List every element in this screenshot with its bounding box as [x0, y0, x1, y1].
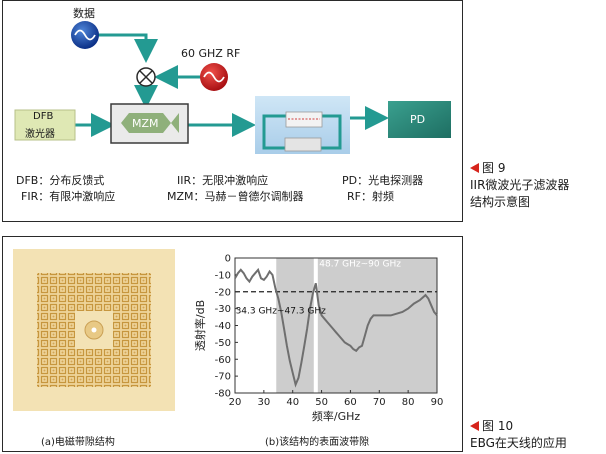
pd-label: PD: [410, 113, 426, 126]
bandgap-chart: 20 30 40 50 60 70 80 90 0 -10 -20 -30 -40 -50 -60 -70 -8…: [193, 254, 444, 424]
figure-9-diagram: [14, 21, 451, 154]
subfigure-a-label: (a)电磁带隙结构: [41, 437, 115, 448]
legend-iir: IIR：无限冲激响应: [177, 174, 269, 187]
x-tick-label: 50: [315, 397, 328, 408]
y-tick-label: 0: [225, 254, 231, 265]
figure-10-caption: 图 10 EBG在天线的应用: [470, 418, 567, 452]
transmission-series-line: [234, 267, 438, 388]
y-tick-label: -20: [215, 287, 231, 298]
figure-9-caption: 图 9 IIR微波光子滤波器 结构示意图: [470, 160, 569, 211]
caption-marker-icon: [470, 421, 479, 431]
y-tick-label: -60: [215, 355, 231, 366]
signal-wires: [75, 33, 389, 137]
y-tick-label: -30: [215, 304, 231, 315]
data-source-label: 数据: [73, 7, 95, 20]
y-axis-label: 透射率/dB: [193, 300, 207, 351]
x-tick-label: 90: [431, 397, 444, 408]
y-tick-label: -10: [215, 270, 231, 281]
x-axis-label: 频率/GHz: [312, 409, 361, 423]
dfb-label-line-2: 激光器: [25, 129, 55, 140]
x-tick-label: 80: [402, 397, 415, 408]
pd-box: [388, 101, 451, 138]
x-tick-label: 70: [373, 397, 386, 408]
mzm-label: MZM: [132, 117, 159, 130]
x-tick-label: 40: [286, 397, 299, 408]
figure-9-title-line-2: 结构示意图: [470, 195, 531, 209]
figure-10-number: 图 10: [482, 419, 514, 433]
legend-fir: FIR：有限冲激响应: [21, 190, 116, 203]
iir-filter-block: [255, 96, 350, 154]
dfb-label-line-1: DFB: [33, 111, 54, 122]
dfb-laser-box: [14, 109, 76, 141]
y-tick-label: -40: [215, 321, 231, 332]
rf-source-label: 60 GHZ RF: [181, 47, 241, 60]
mixer-icon: [136, 67, 156, 87]
legend-pd: PD：光电探测器: [342, 174, 424, 187]
legend-rf: RF：射频: [347, 190, 394, 203]
y-tick-label: -50: [215, 338, 231, 349]
caption-marker-icon: [470, 163, 479, 173]
figure-9-number: 图 9: [482, 161, 506, 175]
bandgap-region-2: [317, 258, 437, 393]
bandgap-annotation-right: 48.7 GHz~90 GHz: [319, 259, 401, 269]
legend-dfb: DFB：分布反馈式: [16, 174, 105, 187]
x-tick-label: 60: [344, 397, 357, 408]
bandgap-annotation-left: 34.3 GHz~47.3 GHz: [236, 307, 327, 317]
figure-9-panel: 数据 60 GHZ RF DFB 激光器 MZM PD DFB：分布反馈式 FI…: [2, 0, 463, 222]
x-tick-label: 30: [257, 397, 270, 408]
x-tick-label: 20: [229, 397, 242, 408]
figure-10-panel: (a)电磁带隙结构 20 30 40 50 60 70 80 90 0 -10 -20 -30 -40 -…: [2, 236, 463, 452]
y-tick-label: -80: [215, 389, 231, 400]
ebg-structure-image: [13, 249, 175, 411]
figure-10-title: EBG在天线的应用: [470, 436, 567, 450]
y-tick-label: -70: [215, 372, 231, 383]
legend-mzm: MZM：马赫－曾德尔调制器: [167, 190, 304, 203]
figure-9-title-line-1: IIR微波光子滤波器: [470, 178, 570, 192]
subfigure-b-label: (b)该结构的表面波带隙: [265, 437, 370, 448]
